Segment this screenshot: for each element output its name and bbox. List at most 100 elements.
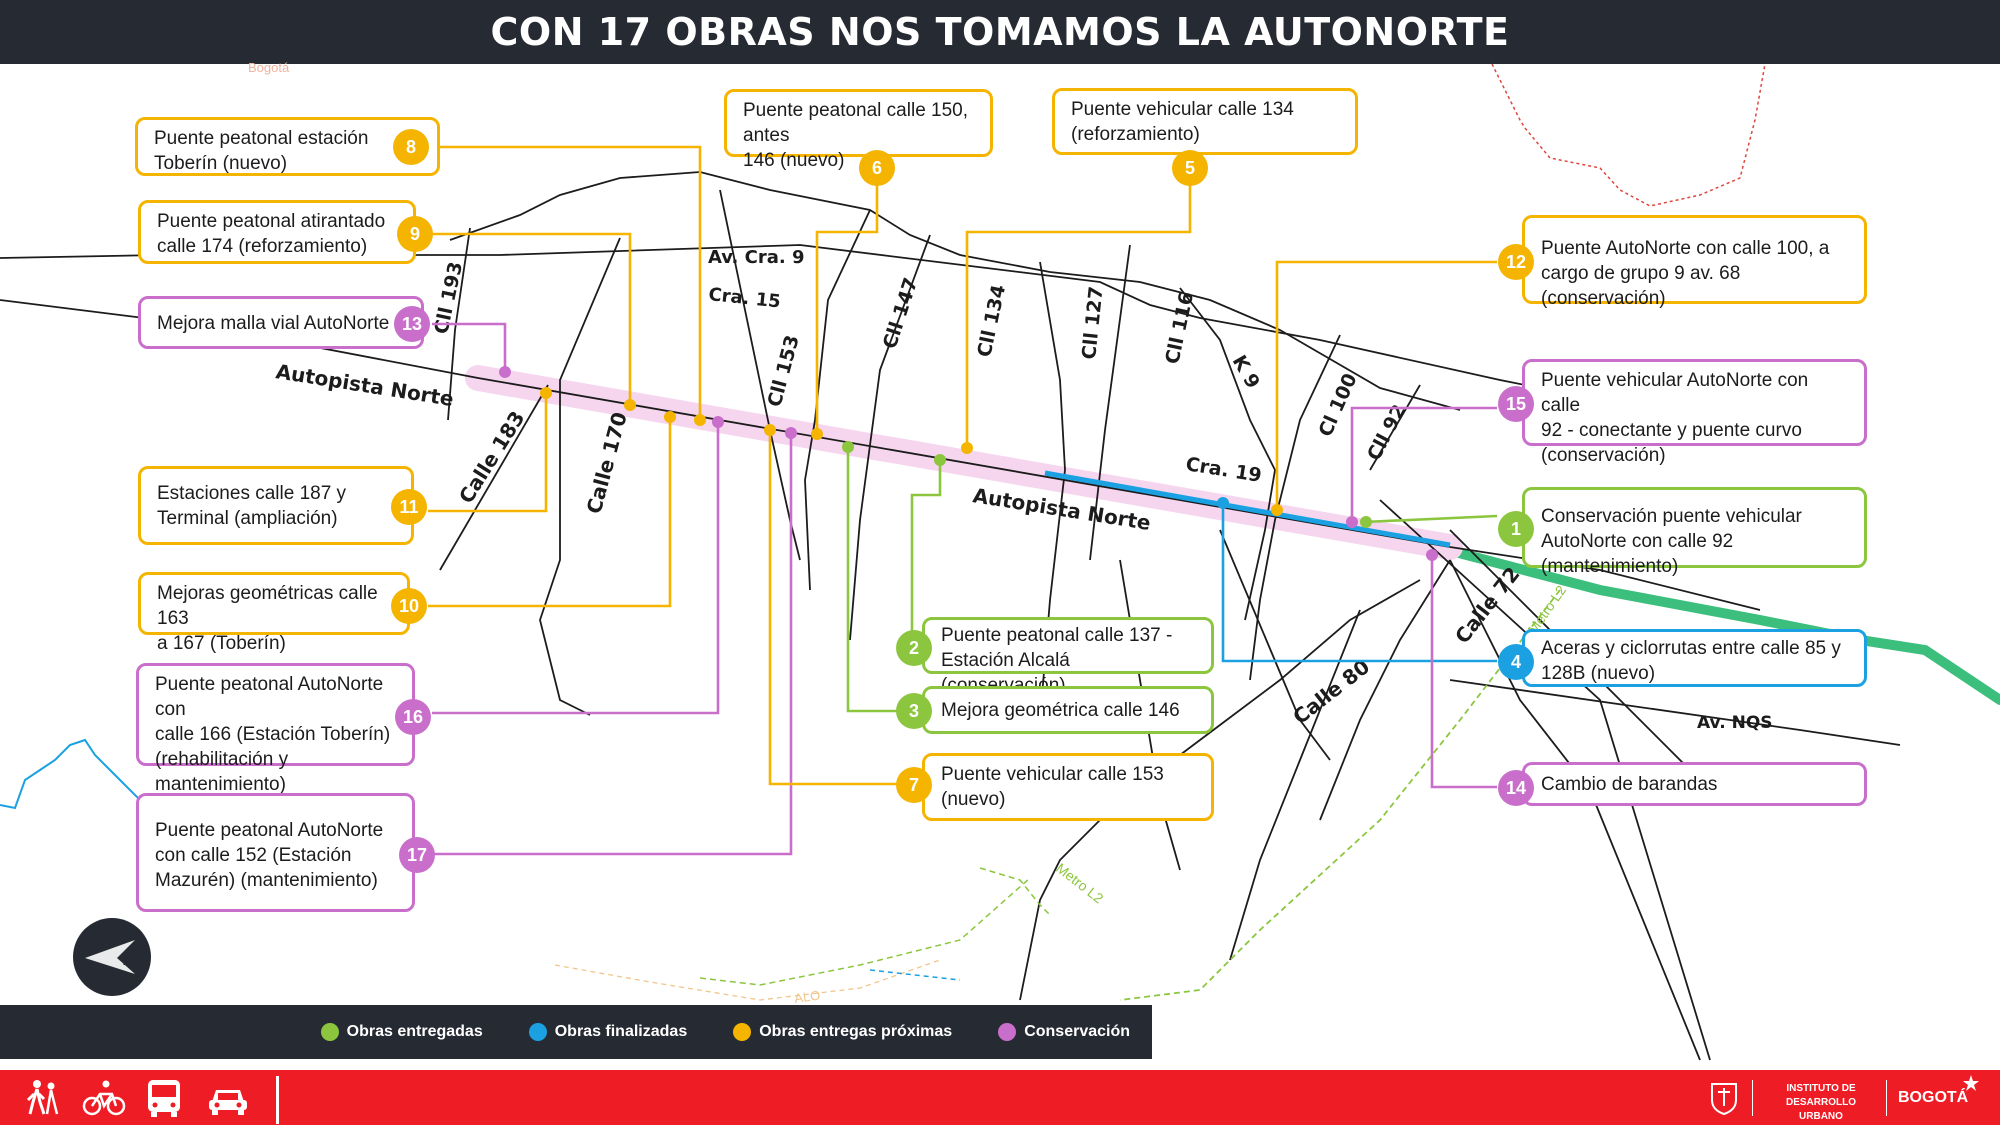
legend-dot-blue: [528, 1023, 547, 1041]
leader-6: [815, 185, 879, 434]
callout-3[interactable]: Mejora geométrica calle 146: [922, 686, 1214, 734]
badge-17: 17: [399, 837, 435, 873]
leader-3: [846, 447, 912, 713]
leader-9: [432, 232, 632, 405]
badge-7: 7: [896, 767, 932, 803]
badge-1: 1: [1498, 511, 1534, 547]
callout-9[interactable]: Puente peatonal atirantado calle 174 (re…: [138, 200, 416, 264]
callout-11[interactable]: Estaciones calle 187 y Terminal (ampliac…: [138, 466, 414, 545]
label-cl-100: Cl 100: [1314, 370, 1361, 440]
legend-item-finalizadas: Obras finalizadas: [528, 1023, 687, 1041]
footer-divider: [276, 1076, 279, 1124]
badge-15: 15: [1498, 386, 1534, 422]
callout-4[interactable]: Aceras y ciclorrutas entre calle 85 y 12…: [1522, 629, 1867, 687]
label-metro-l2-a: Metro L2: [1053, 860, 1107, 907]
label-calle-170: Calle 170: [582, 409, 632, 516]
badge-9: 9: [397, 216, 433, 252]
label-cll-134: Cll 134: [973, 283, 1010, 359]
label-cll-92: Cll 92: [1363, 401, 1411, 464]
leader-15: [1350, 406, 1497, 522]
badge-3: 3: [896, 693, 932, 729]
callout-10[interactable]: Mejoras geométricas calle 163 a 167 (Tob…: [138, 572, 410, 654]
callout-2[interactable]: Puente peatonal calle 137 - Estación Alc…: [922, 617, 1214, 696]
org-name: INSTITUTO DE DESARROLLO URBANO: [1786, 1083, 1856, 1122]
leader-14: [1430, 555, 1497, 789]
leader-10: [428, 417, 672, 608]
project-markers: [499, 366, 1438, 561]
leader-12: [1275, 260, 1497, 510]
label-alo: ALO: [793, 987, 821, 1005]
label-av-nqs: Av. NQS: [1697, 713, 1773, 733]
badge-5: 5: [1172, 150, 1208, 186]
label-cll-153: Cll 153: [764, 333, 804, 409]
finished-section-line: [1044, 470, 1451, 548]
label-k-9: K 9: [1228, 352, 1264, 393]
label-cll-147: Cll 147: [879, 275, 923, 351]
footer-bar: INSTITUTO DE DESARROLLO URBANO BOGOTÁ: [0, 1070, 2000, 1125]
badge-11: 11: [391, 489, 427, 525]
badge-8: 8: [393, 129, 429, 165]
badge-13: 13: [394, 306, 430, 342]
callout-13[interactable]: Mejora malla vial AutoNorte: [138, 296, 424, 349]
label-cra-19: Cra. 19: [1184, 453, 1263, 487]
map-watermark: Bogotá: [248, 60, 290, 75]
pedestrian-icon: [26, 1080, 59, 1115]
callout-14[interactable]: Cambio de barandas: [1522, 762, 1867, 806]
callout-1[interactable]: Conservación puente vehicular AutoNorte …: [1522, 487, 1867, 577]
leader-1: [1363, 514, 1498, 524]
callout-7[interactable]: Puente vehicular calle 153 (nuevo): [922, 753, 1214, 821]
badge-16: 16: [395, 699, 431, 735]
badge-2: 2: [896, 630, 932, 666]
callout-16[interactable]: Puente peatonal AutoNorte con calle 166 …: [136, 663, 415, 795]
footer-separator-2: [1886, 1080, 1887, 1116]
star-icon: [1963, 1075, 1979, 1091]
legend-item-entregadas: Obras entregadas: [320, 1023, 483, 1041]
bus-icon: [148, 1080, 180, 1117]
legend-dot-pink: [998, 1023, 1017, 1041]
footer-separator: [1752, 1080, 1753, 1116]
leader-11: [428, 393, 548, 513]
svg-text:Z: Z: [123, 952, 133, 969]
leader-7: [768, 430, 912, 786]
leader-8: [440, 145, 702, 420]
callout-12[interactable]: Puente AutoNorte con calle 100, a cargo …: [1522, 215, 1867, 309]
leader-13: [432, 322, 507, 372]
bogota-logo: BOGOTÁ: [1898, 1089, 1969, 1106]
callout-8[interactable]: Puente peatonal estación Toberín (nuevo): [135, 117, 440, 176]
badge-4: 4: [1498, 644, 1534, 680]
leader-4: [1221, 503, 1497, 663]
alo-line: [554, 959, 941, 1001]
river: [0, 738, 156, 811]
badge-6: 6: [859, 150, 895, 186]
leader-17: [432, 433, 793, 856]
callout-15[interactable]: Puente vehicular AutoNorte con calle 92 …: [1522, 359, 1867, 466]
label-calle-183: Calle 183: [454, 407, 530, 508]
metro-l2-line: [1119, 589, 1561, 1001]
callout-5[interactable]: Puente vehicular calle 134 (reforzamient…: [1052, 88, 1358, 155]
badge-12: 12: [1498, 244, 1534, 280]
label-cll-116: Cll 116: [1161, 290, 1198, 366]
legend: Obras entregadas Obras finalizadas Obras…: [0, 1005, 1152, 1059]
legend-dot-yellow: [733, 1023, 752, 1041]
label-cra-15: Cra. 15: [707, 284, 781, 312]
coat-of-arms-icon: [1711, 1083, 1737, 1116]
leader-2: [910, 460, 942, 662]
page-title: CON 17 OBRAS NOS TOMAMOS LA AUTONORTE: [0, 0, 2000, 64]
car-icon: [209, 1090, 247, 1115]
badge-10: 10: [391, 588, 427, 624]
callout-6[interactable]: Puente peatonal calle 150, antes 146 (nu…: [724, 89, 993, 171]
bicycle-icon: [82, 1080, 126, 1116]
legend-dot-green: [320, 1023, 339, 1041]
north-arrow-icon: Z: [73, 918, 151, 996]
city-boundary: [1491, 63, 1766, 207]
callout-17[interactable]: Puente peatonal AutoNorte con calle 152 …: [136, 793, 415, 912]
leader-5: [965, 185, 1192, 448]
label-av-cra-9: Av. Cra. 9: [708, 247, 805, 268]
leader-16: [432, 422, 720, 715]
legend-item-proximas: Obras entregas próximas: [733, 1023, 952, 1041]
legend-item-conservacion: Conservación: [998, 1023, 1130, 1041]
label-cll-127: Cll 127: [1078, 285, 1108, 360]
label-autopista-norte-1: Autopista Norte: [274, 359, 455, 411]
badge-14: 14: [1498, 770, 1534, 806]
